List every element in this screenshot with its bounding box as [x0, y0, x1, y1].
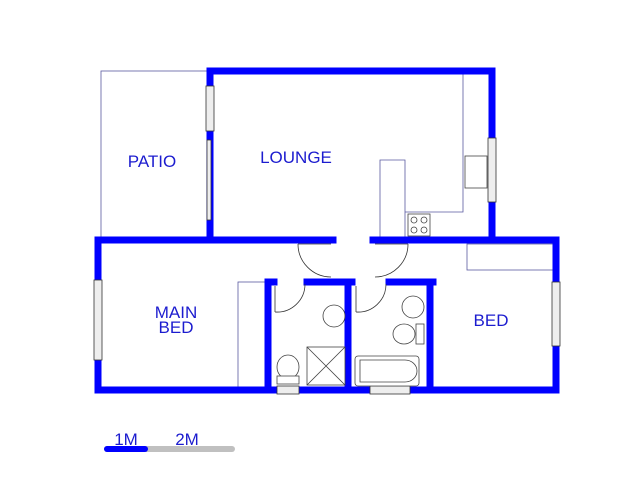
doors: [274, 243, 409, 313]
room-label-bed: BED: [474, 311, 509, 330]
bathroom-fixtures: [276, 155, 488, 387]
bed-closet: [466, 243, 554, 271]
main-bed-closet: [237, 281, 266, 388]
scale-label-2m: 2M: [175, 430, 199, 449]
room-label-main-bed-1: MAIN: [155, 303, 198, 322]
scale-label-1m: 1M: [114, 430, 138, 449]
kitchen-counter: [379, 71, 464, 238]
walls: [94, 67, 560, 394]
room-label-lounge: LOUNGE: [260, 148, 332, 167]
room-label-patio: PATIO: [128, 152, 177, 171]
room-label-main-bed-2: BED: [159, 318, 194, 337]
